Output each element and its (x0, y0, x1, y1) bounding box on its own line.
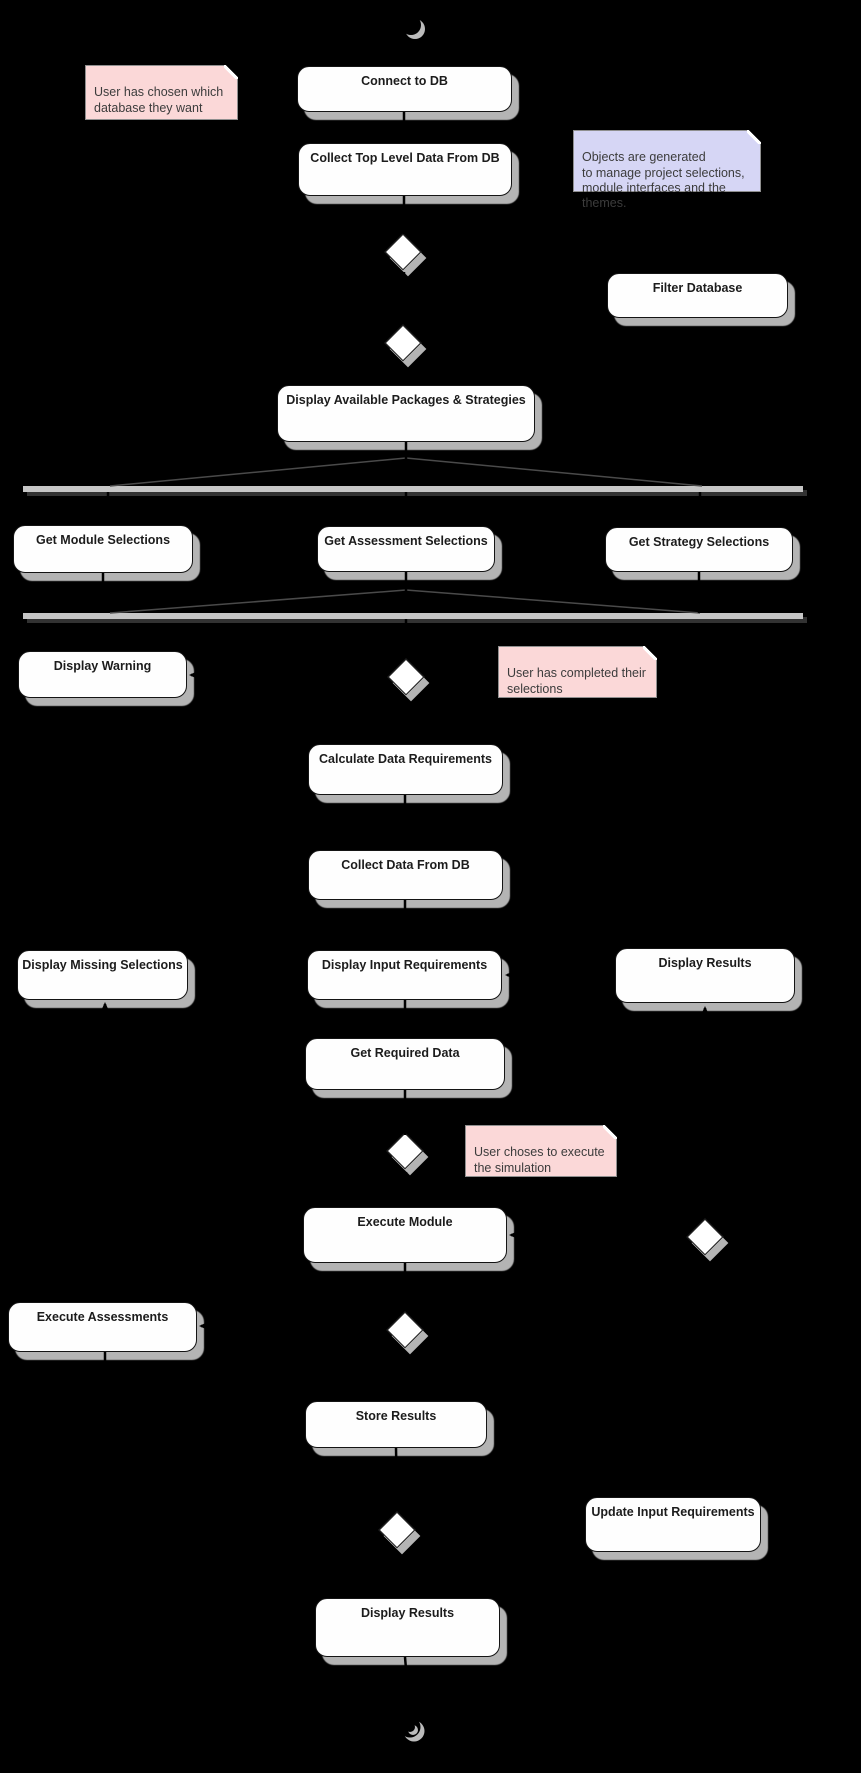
activity-calculate-data-requirements: Calculate Data Requirements (308, 744, 503, 795)
activity-label: Display Results (360, 1606, 455, 1620)
activity-collect-data-from-db: Collect Data From DB (308, 850, 503, 900)
note-text: User has chosen which database they want (94, 85, 224, 115)
activity-get-assessment-selections: Get Assessment Selections (317, 526, 495, 572)
activity-get-required-data: Get Required Data (305, 1038, 505, 1090)
fork-bar (23, 486, 803, 492)
note-fold-icon (224, 65, 238, 79)
activity-label: Get Module Selections (35, 533, 171, 547)
note-text: User has completed their selections (507, 666, 646, 696)
activity-label: Store Results (355, 1409, 437, 1423)
activity-get-module-selections: Get Module Selections (13, 525, 193, 573)
activity-label: Calculate Data Requirements (319, 752, 492, 766)
activity-label: Collect Top Level Data From DB (310, 151, 500, 165)
activity-label: Connect to DB (361, 74, 448, 88)
activity-display-warning: Display Warning (18, 651, 187, 698)
decision-diamond-7 (376, 1509, 420, 1553)
note-objects-generated: Objects are generated to manage project … (573, 130, 761, 210)
activity-connect-to-db: Connect to DB (297, 66, 512, 112)
activity-execute-module: Execute Module (303, 1207, 507, 1263)
activity-label: Get Strategy Selections (628, 535, 770, 549)
join-bar (23, 613, 803, 619)
note-fold-icon (747, 130, 761, 144)
activity-label: Display Missing Selections (22, 958, 183, 972)
note-database-chosen: User has chosen which database they want (85, 65, 238, 120)
decision-diamond-3 (385, 656, 429, 700)
note-completed-selections: User has completed their selections (498, 646, 657, 698)
activity-execute-assessments: Execute Assessments (8, 1302, 197, 1352)
activity-display-missing-selections: Display Missing Selections (17, 950, 188, 1000)
activity-display-input-requirements: Display Input Requirements (307, 950, 502, 1000)
activity-label: Collect Data From DB (341, 858, 470, 872)
decision-diamond-4 (384, 1130, 428, 1174)
activity-label: Display Available Packages & Strategies (286, 393, 526, 407)
activity-filter-database: Filter Database (607, 273, 788, 318)
activity-display-results-right: Display Results (615, 948, 795, 1003)
start-node-icon (401, 15, 425, 39)
activity-label: Execute Module (357, 1215, 453, 1229)
note-text: Objects are generated to manage project … (582, 150, 745, 210)
activity-update-input-requirements: Update Input Requirements (585, 1497, 761, 1552)
decision-diamond-2 (382, 322, 426, 366)
activity-label: Display Input Requirements (321, 958, 488, 972)
activity-label: Update Input Requirements (591, 1505, 755, 1519)
decision-diamond-5 (684, 1216, 728, 1260)
activity-label: Display Warning (53, 659, 152, 673)
activity-store-results: Store Results (305, 1401, 487, 1448)
decision-diamond-6 (384, 1309, 428, 1353)
activity-collect-top-level-data: Collect Top Level Data From DB (298, 143, 512, 196)
decision-diamond-1 (382, 231, 426, 275)
activity-label: Filter Database (652, 281, 743, 295)
note-fold-icon (603, 1125, 617, 1139)
activity-label: Get Required Data (350, 1046, 460, 1060)
note-text: User choses to execute the simulation (474, 1145, 605, 1175)
activity-display-available-packages: Display Available Packages & Strategies (277, 385, 535, 442)
activity-label: Execute Assessments (36, 1310, 169, 1324)
note-execute-simulation: User choses to execute the simulation (465, 1125, 617, 1177)
activity-display-results-bottom: Display Results (315, 1598, 500, 1657)
activity-label: Get Assessment Selections (324, 534, 488, 548)
end-node-icon (399, 1716, 425, 1742)
activity-get-strategy-selections: Get Strategy Selections (605, 527, 793, 572)
note-fold-icon (643, 646, 657, 660)
activity-label: Display Results (658, 956, 752, 970)
